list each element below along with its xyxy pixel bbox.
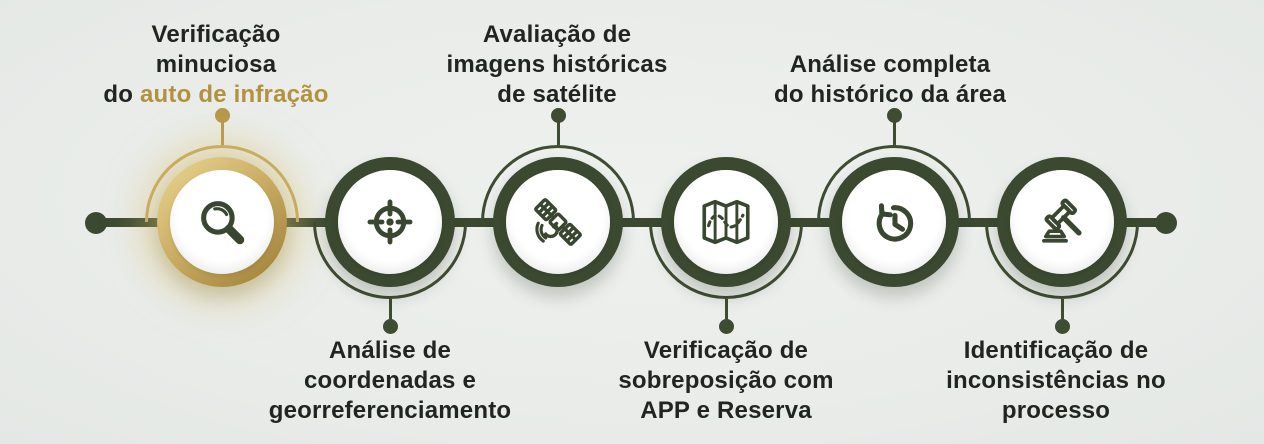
node-circle xyxy=(674,170,778,274)
node-connector-dot xyxy=(886,108,902,123)
history-clock-icon xyxy=(876,203,914,242)
label-line: inconsistências no xyxy=(946,367,1166,394)
step-label-analise-coordenadas: Análise de coordenadas e georreferenciam… xyxy=(230,336,550,426)
label-line-highlight: auto de infração xyxy=(140,81,329,108)
label-line: Avaliação de xyxy=(482,21,632,48)
node-connector-stem xyxy=(556,121,560,145)
node-circle xyxy=(338,170,442,274)
node-circle xyxy=(842,170,946,274)
label-line: coordenadas e xyxy=(304,367,476,394)
label-line: APP e Reserva xyxy=(640,397,812,424)
label-line: Verificação xyxy=(151,21,281,48)
label-line: Análise completa xyxy=(789,51,991,78)
node-connector-dot xyxy=(1054,319,1070,334)
node-connector-dot xyxy=(214,108,230,123)
node-connector-dot xyxy=(382,319,398,334)
step-label-verificacao-minuciosa: Verificação minuciosa do auto de infraçã… xyxy=(56,20,376,110)
label-line: do histórico da área xyxy=(773,81,1007,108)
node-connector-stem xyxy=(1060,299,1064,321)
step-label-avaliacao-imagens: Avaliação de imagens históricas de satél… xyxy=(397,20,717,110)
node-circle xyxy=(1010,170,1114,274)
label-line: georreferenciamento xyxy=(268,397,512,424)
label-line: de satélite xyxy=(497,81,617,108)
node-ring xyxy=(325,157,455,287)
step-node-verificacao-sobreposicao xyxy=(649,145,803,334)
label-line: do auto de infração xyxy=(56,80,376,110)
step-label-analise-historico: Análise completa do histórico da área xyxy=(730,50,1050,110)
node-connector-stem xyxy=(892,121,896,145)
label-line-prefix: do xyxy=(103,81,140,108)
node-connector-stem xyxy=(388,299,392,321)
step-node-avaliacao-imagens xyxy=(481,108,635,299)
node-ring xyxy=(829,157,959,287)
node-ring xyxy=(493,157,623,287)
label-line: Verificação de xyxy=(643,337,809,364)
timeline-start-dot xyxy=(85,212,107,234)
map-icon xyxy=(702,199,750,245)
satellite-icon xyxy=(534,198,582,246)
node-circle xyxy=(506,170,610,274)
label-line: Análise de xyxy=(328,337,452,364)
timeline-end-dot xyxy=(1155,212,1177,234)
node-connector-stem xyxy=(724,299,728,321)
crosshair-icon xyxy=(367,199,413,245)
label-line: minuciosa xyxy=(155,51,277,78)
step-label-verificacao-sobreposicao: Verificação de sobreposição com APP e Re… xyxy=(566,336,886,426)
label-line: processo xyxy=(1001,397,1111,424)
node-ring xyxy=(157,157,287,287)
label-line: imagens históricas xyxy=(446,51,668,78)
label-line: Identificação de xyxy=(963,337,1149,364)
node-circle xyxy=(170,170,274,274)
step-node-analise-historico xyxy=(817,108,971,299)
step-label-identificacao-inconsistencias: Identificação de inconsistências no proc… xyxy=(896,336,1216,426)
node-ring xyxy=(997,157,1127,287)
step-node-analise-coordenadas xyxy=(313,145,467,334)
gavel-icon xyxy=(1042,198,1082,243)
magnifier-icon xyxy=(201,201,245,245)
label-line: sobreposição com xyxy=(618,367,834,394)
node-connector-dot xyxy=(718,319,734,334)
node-connector-stem xyxy=(220,121,224,145)
step-node-verificacao-minuciosa xyxy=(145,108,299,299)
timeline-line xyxy=(96,218,1166,227)
node-ring xyxy=(661,157,791,287)
node-connector-dot xyxy=(550,108,566,123)
step-node-identificacao-inconsistencias xyxy=(985,145,1139,334)
